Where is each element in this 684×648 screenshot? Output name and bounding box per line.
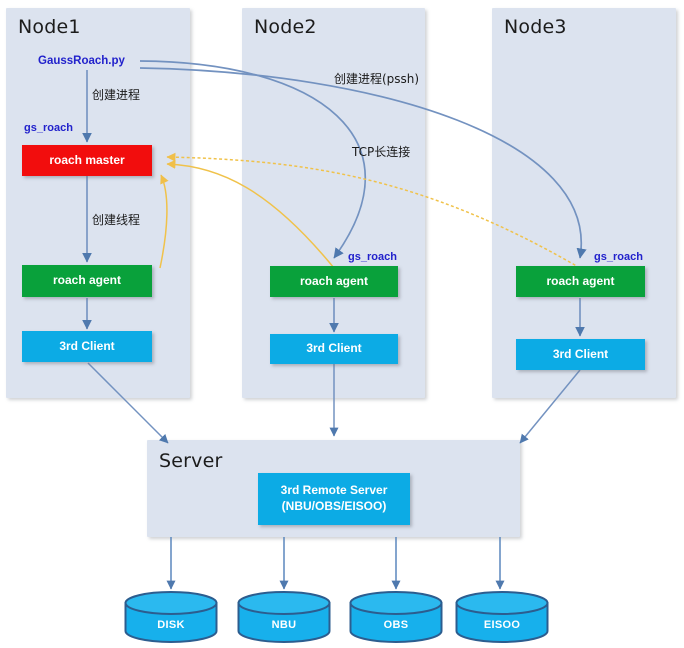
node2-title: Node2 bbox=[254, 16, 317, 38]
roach-agent-box-node3[interactable]: roach agent bbox=[516, 266, 645, 297]
disk-cylinder-icon bbox=[124, 591, 218, 643]
gs-roach-label-node1: gs_roach bbox=[24, 122, 73, 134]
storage-cylinder-disk[interactable]: DISK bbox=[124, 591, 218, 643]
roach-master-label: roach master bbox=[49, 152, 125, 167]
storage-label-obs: OBS bbox=[383, 619, 409, 631]
roach-agent-box-node2[interactable]: roach agent bbox=[270, 266, 398, 297]
storage-label-eisoo: EISOO bbox=[483, 619, 521, 631]
roach-master-box[interactable]: roach master bbox=[22, 145, 152, 176]
gs-roach-label-node3: gs_roach bbox=[594, 251, 643, 263]
node1-title: Node1 bbox=[18, 16, 81, 38]
create-thread-label: 创建线程 bbox=[92, 213, 141, 227]
eisoo-cylinder-icon bbox=[455, 591, 549, 643]
obs-cylinder-icon bbox=[349, 591, 443, 643]
third-client-label-node1: 3rd Client bbox=[59, 338, 115, 353]
roach-agent-box-node1[interactable]: roach agent bbox=[22, 265, 152, 297]
create-process-pssh-label: 创建进程(pssh) bbox=[334, 72, 420, 86]
third-remote-server-box[interactable]: 3rd Remote Server (NBU/OBS/EISOO) bbox=[258, 473, 410, 525]
gs-roach-label-node2: gs_roach bbox=[348, 251, 397, 263]
third-client-label-node3: 3rd Client bbox=[552, 346, 609, 361]
third-client-box-node1[interactable]: 3rd Client bbox=[22, 331, 152, 362]
server-title: Server bbox=[159, 450, 223, 472]
storage-label-nbu: NBU bbox=[271, 619, 297, 631]
node3-title: Node3 bbox=[504, 16, 567, 38]
roach-agent-label-node3: roach agent bbox=[546, 273, 615, 288]
storage-cylinder-eisoo[interactable]: EISOO bbox=[455, 591, 549, 643]
third-remote-server-line1: 3rd Remote Server bbox=[280, 483, 388, 498]
tcp-long-connection-label: TCP长连接 bbox=[352, 145, 411, 159]
third-client-box-node2[interactable]: 3rd Client bbox=[270, 334, 398, 364]
third-client-label-node2: 3rd Client bbox=[306, 341, 362, 356]
storage-cylinder-nbu[interactable]: NBU bbox=[237, 591, 331, 643]
create-process-label: 创建进程 bbox=[92, 88, 141, 102]
roach-agent-label-node2: roach agent bbox=[299, 273, 368, 288]
nbu-cylinder-icon bbox=[237, 591, 331, 643]
roach-agent-label-node1: roach agent bbox=[52, 273, 121, 288]
server-to-storage-edges bbox=[166, 537, 505, 590]
storage-cylinder-obs[interactable]: OBS bbox=[349, 591, 443, 643]
third-client-box-node3[interactable]: 3rd Client bbox=[516, 339, 645, 370]
gaussroach-script-label: GaussRoach.py bbox=[38, 55, 125, 67]
storage-label-disk: DISK bbox=[157, 619, 185, 631]
third-remote-server-line2: (NBU/OBS/EISOO) bbox=[281, 499, 387, 513]
